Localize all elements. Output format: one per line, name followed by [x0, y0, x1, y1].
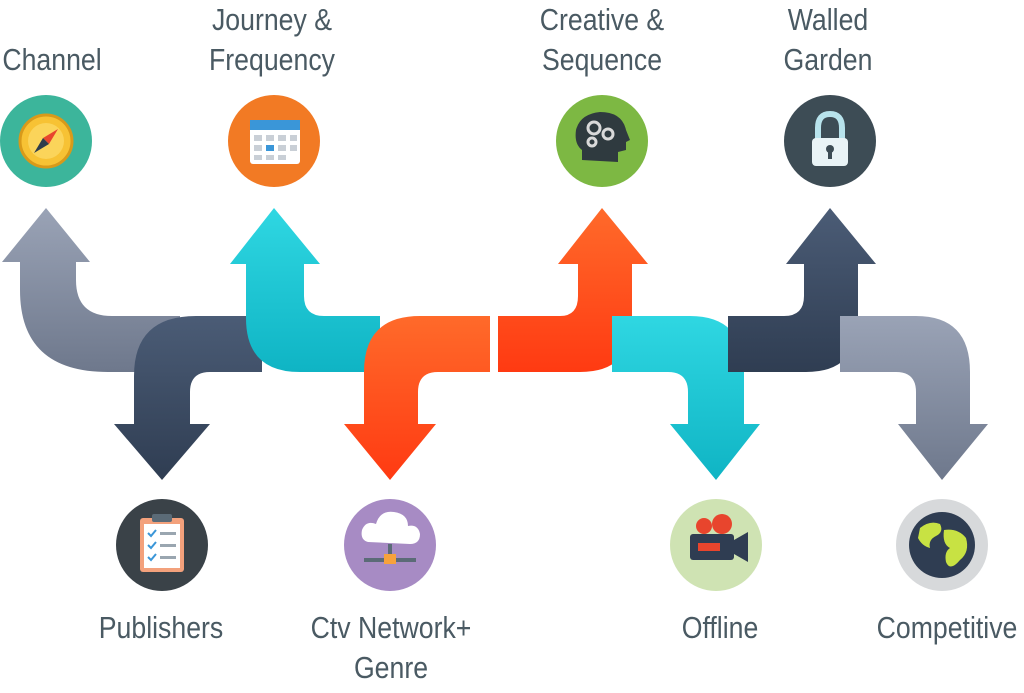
- offline-arrow: [612, 316, 760, 480]
- label-publishers: Publishers: [98, 610, 224, 645]
- brain-gears-icon: [556, 95, 648, 187]
- walled-arrow: [728, 208, 876, 372]
- calendar-icon: [228, 95, 320, 187]
- label-walled-garden: Walled Garden: [783, 2, 873, 77]
- label-competitive: Competitive: [876, 610, 1018, 645]
- creative-arrow: [498, 208, 648, 372]
- clipboard-checklist-icon: [116, 499, 208, 591]
- label-channel: Channel: [2, 42, 102, 77]
- channel-arrow: [2, 208, 180, 372]
- journey-arrow: [230, 208, 380, 372]
- ctv-arrow: [344, 316, 490, 480]
- compass-icon: [0, 95, 92, 187]
- label-ctv-network-genre: Ctv Network+ Genre: [310, 610, 472, 685]
- padlock-icon: [784, 95, 876, 187]
- label-offline: Offline: [681, 610, 759, 645]
- competitive-arrow: [840, 316, 988, 480]
- cloud-network-icon: [344, 499, 436, 591]
- publishers-arrow: [114, 316, 262, 480]
- label-journey-frequency: Journey & Frequency: [209, 2, 335, 77]
- video-camera-icon: [670, 499, 762, 591]
- label-creative-sequence: Creative & Sequence: [539, 2, 665, 77]
- globe-icon: [896, 499, 988, 591]
